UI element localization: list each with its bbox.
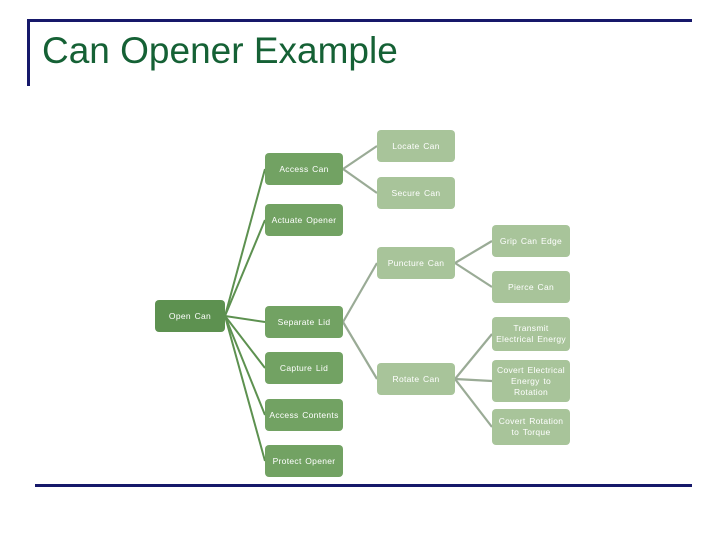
edge-access-can-to-secure-can: [342, 168, 378, 194]
node-label: Rotate Can: [392, 373, 440, 384]
edge-puncture-can-to-pierce-can: [454, 262, 493, 288]
node-convert-energy[interactable]: Covert Electrical Energy to Rotation: [492, 360, 570, 402]
edge-rotate-can-to-convert-energy: [454, 377, 493, 383]
edge-separate-lid-to-puncture-can: [342, 262, 378, 323]
node-label: Pierce Can: [507, 281, 555, 292]
frame-top-rule: [27, 19, 692, 22]
node-open-can[interactable]: Open Can: [155, 300, 225, 332]
node-grip-can-edge[interactable]: Grip Can Edge: [492, 225, 570, 257]
node-transmit-energy[interactable]: Transmit Electrical Energy: [492, 317, 570, 351]
node-secure-can[interactable]: Secure Can: [377, 177, 455, 209]
node-label: Access Can: [279, 163, 329, 174]
node-label: Covert Electrical Energy to Rotation: [497, 364, 565, 397]
node-locate-can[interactable]: Locate Can: [377, 130, 455, 162]
edge-access-can-to-locate-can: [342, 145, 378, 170]
node-label: Covert Rotation to Torque: [498, 416, 564, 437]
node-capture-lid[interactable]: Capture Lid: [265, 352, 343, 384]
node-label: Access Contents: [269, 409, 339, 420]
node-label: Protect Opener: [272, 455, 336, 466]
edge-open-can-to-actuate-opener: [224, 219, 266, 317]
edge-separate-lid-to-rotate-can: [342, 321, 378, 380]
node-rotate-can[interactable]: Rotate Can: [377, 363, 455, 395]
node-label: Open Can: [168, 310, 212, 321]
node-label: Grip Can Edge: [499, 235, 563, 246]
edge-open-can-to-access-can: [224, 168, 266, 317]
node-label: Transmit Electrical Energy: [496, 323, 566, 344]
frame-bottom-rule: [35, 484, 692, 487]
edge-puncture-can-to-grip-can-edge: [454, 240, 493, 264]
node-label: Locate Can: [392, 140, 440, 151]
node-puncture-can[interactable]: Puncture Can: [377, 247, 455, 279]
node-label: Actuate Opener: [271, 214, 337, 225]
edge-rotate-can-to-convert-torque: [454, 378, 493, 428]
page-title: Can Opener Example: [42, 30, 398, 71]
node-label: Puncture Can: [387, 257, 445, 268]
node-actuate-opener[interactable]: Actuate Opener: [265, 204, 343, 236]
edge-open-can-to-access-contents: [224, 315, 266, 416]
node-separate-lid[interactable]: Separate Lid: [265, 306, 343, 338]
node-access-can[interactable]: Access Can: [265, 153, 343, 185]
edge-open-can-to-separate-lid: [224, 315, 266, 323]
frame-left-rule: [27, 19, 30, 86]
node-convert-torque[interactable]: Covert Rotation to Torque: [492, 409, 570, 445]
node-label: Secure Can: [391, 187, 441, 198]
node-label: Capture Lid: [279, 362, 329, 373]
node-label: Separate Lid: [277, 316, 331, 327]
node-access-contents[interactable]: Access Contents: [265, 399, 343, 431]
node-pierce-can[interactable]: Pierce Can: [492, 271, 570, 303]
node-protect-opener[interactable]: Protect Opener: [265, 445, 343, 477]
edge-rotate-can-to-transmit-energy: [454, 333, 493, 380]
edge-open-can-to-protect-opener: [224, 315, 266, 462]
edge-open-can-to-capture-lid: [224, 315, 266, 369]
